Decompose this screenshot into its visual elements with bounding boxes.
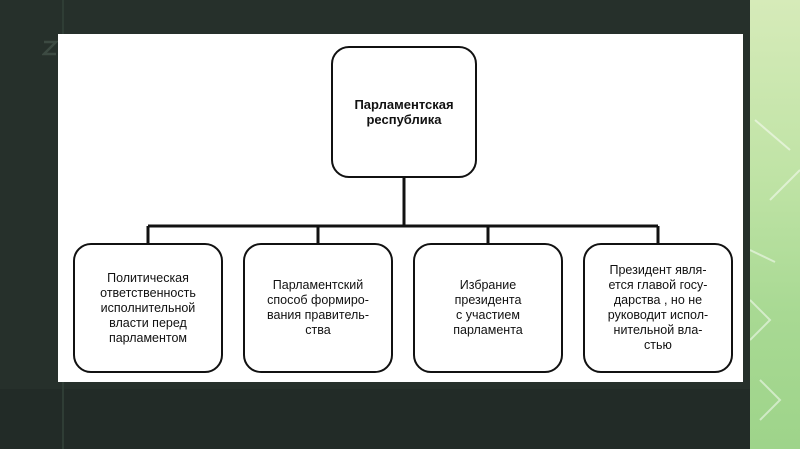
decorative-band bbox=[750, 0, 800, 449]
corner-z-icon bbox=[42, 40, 58, 56]
diagram-slide: Парламентская республика Политическая от… bbox=[58, 34, 743, 382]
diagram-connectors bbox=[146, 178, 660, 243]
child-node-4: Президент явля- ется главой госу- дарств… bbox=[583, 243, 733, 373]
root-node-label: Парламентская республика bbox=[354, 97, 454, 127]
child-node-3-label: Избрание президента с участием парламент… bbox=[453, 278, 523, 337]
child-node-2-label: Парламентский способ формиро- вания прав… bbox=[267, 278, 369, 337]
child-node-1-label: Политическая ответственность исполнитель… bbox=[100, 270, 196, 345]
root-node: Парламентская республика bbox=[331, 46, 477, 178]
child-node-2: Парламентский способ формиро- вания прав… bbox=[243, 243, 393, 373]
slide-footer-bar bbox=[0, 389, 750, 449]
child-node-3: Избрание президента с участием парламент… bbox=[413, 243, 563, 373]
child-node-4-label: Президент явля- ется главой госу- дарств… bbox=[607, 263, 709, 352]
child-node-1: Политическая ответственность исполнитель… bbox=[73, 243, 223, 373]
